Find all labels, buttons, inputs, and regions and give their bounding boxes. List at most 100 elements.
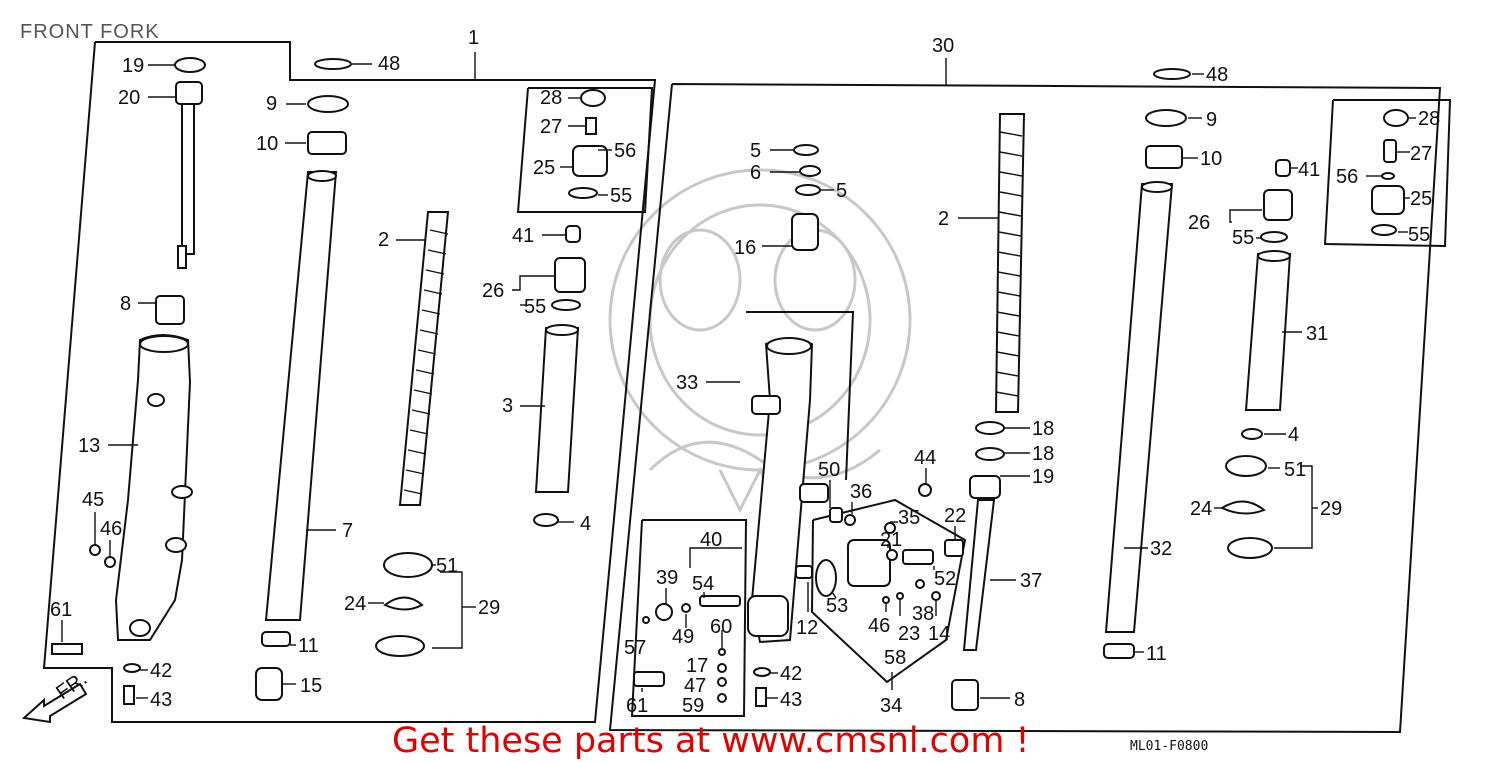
label-20: 20 <box>118 87 140 109</box>
r-label-18b: 18 <box>1032 443 1054 465</box>
r-label-33: 33 <box>676 372 698 394</box>
r-label-28: 28 <box>1418 108 1440 130</box>
slider-subframe <box>746 311 855 481</box>
promo-link[interactable]: Get these parts at www.cmsnl.com ! <box>392 721 1030 761</box>
r-label-38: 38 <box>912 603 934 625</box>
label-27: 27 <box>540 116 562 138</box>
label-61: 61 <box>50 599 72 621</box>
adjuster-subframe <box>630 519 748 717</box>
right-inset-frame <box>1323 99 1452 248</box>
cms-watermark <box>608 168 912 514</box>
label-56: 56 <box>614 140 636 162</box>
label-10: 10 <box>256 133 278 155</box>
r-label-46: 46 <box>868 615 890 637</box>
r-label-44: 44 <box>914 447 936 469</box>
label-8: 8 <box>120 293 131 315</box>
label-19: 19 <box>122 55 144 77</box>
r-label-34: 34 <box>880 695 902 717</box>
r-label-5a: 5 <box>750 140 761 162</box>
label-26: 26 <box>482 280 504 302</box>
label-41: 41 <box>512 225 534 247</box>
r-label-14: 14 <box>928 623 950 645</box>
r-label-36: 36 <box>850 481 872 503</box>
diagram-title: FRONT FORK <box>20 21 160 43</box>
r-label-41: 41 <box>1298 159 1320 181</box>
r-label-56: 56 <box>1336 166 1358 188</box>
label-45: 45 <box>82 489 104 511</box>
r-label-53: 53 <box>826 595 848 617</box>
r-label-50: 50 <box>818 459 840 481</box>
r-label-43: 43 <box>780 689 802 711</box>
r-label-59: 59 <box>682 695 704 717</box>
label-46: 46 <box>100 518 122 540</box>
r-label-26: 26 <box>1188 212 1210 234</box>
r-label-27: 27 <box>1410 143 1432 165</box>
label-7: 7 <box>342 520 353 542</box>
label-55b: 55 <box>524 296 546 318</box>
r-label-9: 9 <box>1206 109 1217 131</box>
fr-direction-arrow-icon <box>21 682 88 724</box>
label-51: 51 <box>436 555 458 577</box>
label-3: 3 <box>502 395 513 417</box>
r-label-8: 8 <box>1014 689 1025 711</box>
r-label-48: 48 <box>1206 64 1228 86</box>
group-label-30: 30 <box>932 35 954 57</box>
left-group-frame <box>42 41 657 723</box>
right-parts <box>633 68 1409 711</box>
label-11: 11 <box>298 635 319 657</box>
r-label-32: 32 <box>1150 538 1172 560</box>
r-label-10: 10 <box>1200 148 1222 170</box>
r-label-16: 16 <box>734 237 756 259</box>
r-label-12: 12 <box>796 617 818 639</box>
right-group-frame <box>608 58 1442 734</box>
r-label-29: 29 <box>1320 498 1342 520</box>
r-label-39: 39 <box>656 567 678 589</box>
r-label-60: 60 <box>710 616 732 638</box>
label-42: 42 <box>150 660 172 682</box>
label-28: 28 <box>540 87 562 109</box>
label-48: 48 <box>378 53 400 75</box>
r-label-11: 11 <box>1146 643 1167 665</box>
r-label-42: 42 <box>780 663 802 685</box>
label-9: 9 <box>266 93 277 115</box>
label-55a: 55 <box>610 185 632 207</box>
r-label-61: 61 <box>626 695 648 717</box>
label-29: 29 <box>478 597 500 619</box>
r-label-24: 24 <box>1190 498 1212 520</box>
group-label-1: 1 <box>468 27 479 49</box>
label-24: 24 <box>344 593 366 615</box>
r-label-49: 49 <box>672 626 694 648</box>
left-callouts: 19 20 48 9 10 28 27 56 25 55 2 41 26 55 … <box>50 53 636 711</box>
r-label-54: 54 <box>692 573 714 595</box>
valve-subframe <box>810 498 967 684</box>
r-label-5b: 5 <box>836 180 847 202</box>
r-label-25: 25 <box>1410 188 1432 210</box>
r-label-31: 31 <box>1306 323 1328 345</box>
bracket-29-left <box>432 571 463 649</box>
r-label-51: 51 <box>1284 459 1306 481</box>
label-15: 15 <box>300 675 322 697</box>
r-label-4: 4 <box>1288 424 1299 446</box>
r-label-57: 57 <box>624 637 646 659</box>
right-callouts: 48 9 28 5 6 5 10 41 27 56 25 2 26 55 55 … <box>624 64 1440 717</box>
left-inset-frame <box>516 87 654 213</box>
r-label-35: 35 <box>898 507 920 529</box>
diagram-code: ML01-F0800 <box>1130 739 1208 754</box>
label-13: 13 <box>78 435 100 457</box>
r-label-47: 47 <box>684 675 706 697</box>
label-4: 4 <box>580 513 591 535</box>
left-parts <box>51 57 608 705</box>
r-label-19: 19 <box>1032 466 1054 488</box>
r-label-55b: 55 <box>1408 224 1430 246</box>
r-label-18a: 18 <box>1032 418 1054 440</box>
bracket-40 <box>689 547 742 568</box>
bracket-26-right <box>1229 209 1262 223</box>
label-43: 43 <box>150 689 172 711</box>
r-label-6: 6 <box>750 162 761 184</box>
bracket-29-right <box>1274 465 1313 549</box>
r-label-40: 40 <box>700 529 722 551</box>
r-label-22: 22 <box>944 505 966 527</box>
r-label-37: 37 <box>1020 570 1042 592</box>
r-label-17: 17 <box>686 655 708 677</box>
r-label-2: 2 <box>938 208 949 230</box>
